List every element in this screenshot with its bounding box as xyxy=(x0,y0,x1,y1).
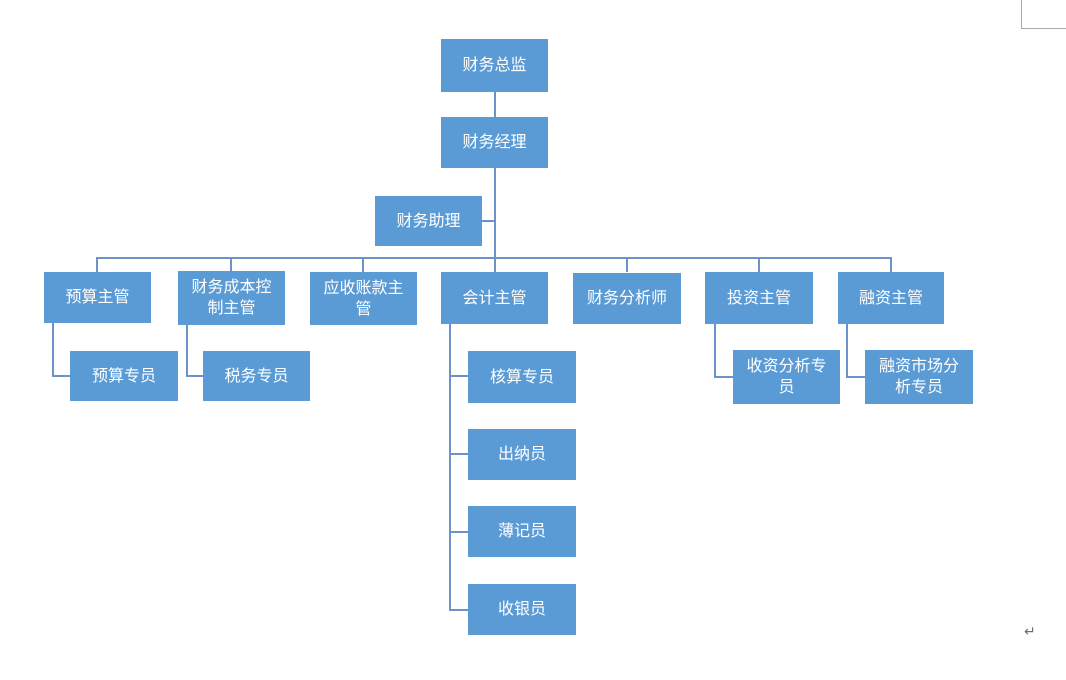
page-margin-corner-vertical xyxy=(1021,0,1022,28)
connector-manager-rail xyxy=(494,168,496,257)
node-finance-director[interactable]: 财务总监 xyxy=(441,39,548,92)
node-label: 制主管 xyxy=(207,300,256,317)
node-tax-specialist[interactable]: 税务专员 xyxy=(203,351,310,401)
connector-elbow-financing-h xyxy=(846,376,865,378)
node-investment-supervisor[interactable]: 投资主管 xyxy=(705,272,813,324)
node-label: 税务专员 xyxy=(224,367,289,385)
connector-stub-analyst xyxy=(626,257,628,272)
node-budget-specialist[interactable]: 预算专员 xyxy=(70,351,178,401)
connector-elbow-financing-v xyxy=(846,324,848,378)
node-label: 核算专员 xyxy=(489,368,554,386)
node-label: 会计主管 xyxy=(462,289,527,307)
connector-elbow-accounting-v xyxy=(449,324,451,611)
node-budget-supervisor[interactable]: 预算主管 xyxy=(44,272,151,323)
node-label: 员 xyxy=(778,379,795,396)
node-label: 融资市场分 xyxy=(878,358,959,375)
node-cashier[interactable]: 出纳员 xyxy=(468,429,576,480)
node-cost-control-supervisor[interactable]: 财务成本控 制主管 xyxy=(178,271,285,325)
node-accounting-supervisor[interactable]: 会计主管 xyxy=(441,272,548,324)
connector-elbow-accounting-h1 xyxy=(449,375,468,377)
connector-stub-investment xyxy=(758,257,760,272)
connector-stub-budget xyxy=(96,257,98,272)
node-finance-manager[interactable]: 财务经理 xyxy=(441,117,548,168)
node-financing-market-analysis-specialist[interactable]: 融资市场分 析专员 xyxy=(865,350,973,404)
node-label: 收银员 xyxy=(497,601,546,618)
connector-elbow-budget-h xyxy=(52,375,70,377)
node-finance-assistant[interactable]: 财务助理 xyxy=(375,196,482,246)
node-label: 财务总监 xyxy=(462,57,527,74)
node-bookkeeper[interactable]: 薄记员 xyxy=(468,506,576,557)
connector-elbow-accounting-h3 xyxy=(449,531,468,533)
node-label: 析专员 xyxy=(894,379,943,396)
node-label: 财务成本控 xyxy=(191,279,272,296)
node-label: 管 xyxy=(355,300,372,318)
connector-assistant-stub xyxy=(482,220,494,222)
node-calculation-specialist[interactable]: 核算专员 xyxy=(468,351,576,403)
connector-rail xyxy=(96,257,892,259)
node-financial-analyst[interactable]: 财务分析师 xyxy=(573,273,681,324)
node-label: 预算专员 xyxy=(91,367,156,385)
node-label: 财务经理 xyxy=(462,134,527,151)
node-label: 投资主管 xyxy=(726,289,791,307)
node-label: 财务分析师 xyxy=(586,290,667,307)
paragraph-mark: ↵ xyxy=(1024,623,1036,639)
connector-elbow-accounting-h4 xyxy=(449,609,468,611)
node-label: 薄记员 xyxy=(497,523,546,540)
node-label: 应收账款主 xyxy=(323,279,404,297)
connector-elbow-cost-v xyxy=(186,325,188,377)
connector-director-manager xyxy=(494,92,496,117)
node-cash-clerk[interactable]: 收银员 xyxy=(468,584,576,635)
connector-stub-accounting xyxy=(494,259,496,272)
node-investment-analysis-specialist[interactable]: 收资分析专 员 xyxy=(733,350,840,404)
node-label: 预算主管 xyxy=(65,289,130,306)
connector-stub-receivables xyxy=(362,257,364,272)
connector-elbow-budget-v xyxy=(52,323,54,377)
node-label: 出纳员 xyxy=(497,446,546,463)
connector-elbow-investment-v xyxy=(714,324,716,378)
connector-elbow-cost-h xyxy=(186,375,203,377)
connector-elbow-investment-h xyxy=(714,376,733,378)
connector-elbow-accounting-h2 xyxy=(449,453,468,455)
node-label: 收资分析专 xyxy=(746,358,827,375)
connector-stub-financing xyxy=(890,257,892,272)
node-financing-supervisor[interactable]: 融资主管 xyxy=(838,272,944,324)
connector-stub-cost-control xyxy=(230,257,232,272)
page-margin-corner-horizontal xyxy=(1021,28,1066,29)
node-label: 财务助理 xyxy=(396,212,461,230)
node-receivables-supervisor[interactable]: 应收账款主 管 xyxy=(310,272,417,325)
node-label: 融资主管 xyxy=(858,289,923,307)
